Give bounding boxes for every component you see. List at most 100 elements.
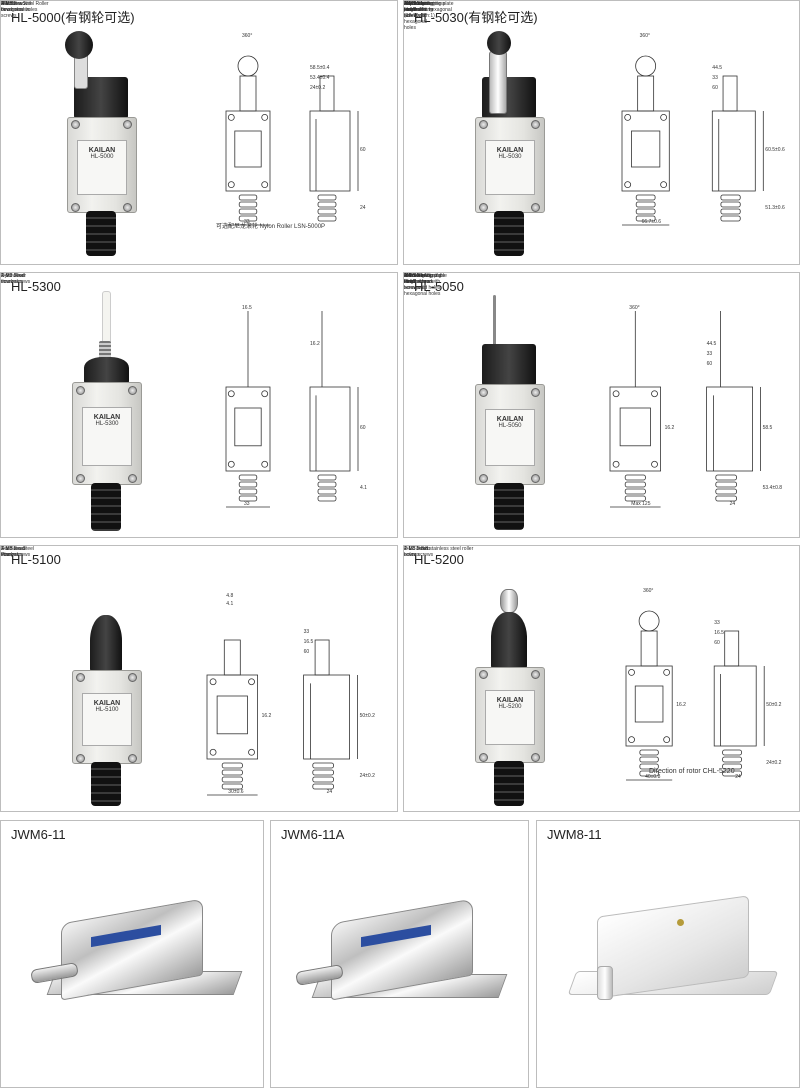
screw-icon xyxy=(76,753,86,763)
rubber-boot xyxy=(90,762,122,806)
model-text: HL-5300 xyxy=(95,421,119,428)
boot-rib xyxy=(317,474,337,481)
callout-label: Adjustable length of arm (30-70pitch:1) xyxy=(404,1,435,19)
product-photo xyxy=(30,891,243,1041)
callout-label: 4-M3 head cover screws xyxy=(404,546,434,558)
model-text: HL-5100 xyxy=(95,706,119,713)
dimension-label: 40±0.8 xyxy=(645,774,660,780)
brand-text: KAILAN xyxy=(88,147,116,155)
callout-label: Stainless Steel Plunger xyxy=(1,546,35,558)
boot-rib xyxy=(635,215,656,222)
boot-rib xyxy=(317,215,337,222)
dimension-label: 50±0.2 xyxy=(766,702,781,708)
boot-rib xyxy=(317,488,337,495)
rubber-boot xyxy=(493,211,525,256)
boot-rib xyxy=(312,762,334,769)
brand-text: KAILAN xyxy=(93,414,121,422)
boot-rib xyxy=(221,769,243,776)
dimension-label: 53.4±0.4 xyxy=(310,75,330,81)
boot-rib xyxy=(720,194,741,201)
screw-hole xyxy=(261,460,269,468)
product-title: HL-5200 xyxy=(414,552,464,567)
boot-rib xyxy=(238,194,258,201)
actuator xyxy=(640,630,658,667)
plunger-head xyxy=(491,611,527,669)
callout-label: Mounting metal xyxy=(404,1,425,13)
boot-rib xyxy=(238,474,258,481)
product-photo xyxy=(567,891,779,1041)
dimension-label: 24 xyxy=(730,501,736,507)
boot-rib xyxy=(312,769,334,776)
roller-wheel xyxy=(486,31,511,55)
side-view-body xyxy=(706,386,754,472)
screw-icon xyxy=(479,120,489,130)
plunger xyxy=(597,966,613,1000)
callout-label: Nylon Rod xyxy=(1,273,25,279)
boot-rib xyxy=(624,488,646,495)
callout-label: 2-∅5.2 thru holes xyxy=(404,546,430,558)
callout-label: 2-M3cover screws xyxy=(404,1,428,13)
product-title: HL-5300 xyxy=(11,279,61,294)
screw-icon xyxy=(127,473,137,483)
roller-outline xyxy=(635,55,657,77)
screw-hole xyxy=(209,678,217,686)
callout-label: 2-∅5.2 thru holes xyxy=(1,273,23,285)
front-view-body xyxy=(206,674,258,760)
callout-label: M4 rod fastening plate screw with hexago… xyxy=(404,1,454,19)
dimension-label: 24±0.2 xyxy=(310,85,325,91)
front-view-window xyxy=(234,407,262,447)
dimension-label: 16.5 xyxy=(714,630,724,636)
boot-rib xyxy=(639,770,659,777)
screw-icon xyxy=(127,753,137,763)
screw-hole xyxy=(651,460,658,468)
screw-hole xyxy=(209,748,217,756)
dimension-label: 60 xyxy=(707,361,713,367)
screw-hole xyxy=(612,390,620,398)
boot-rib xyxy=(715,488,737,495)
dimension-label: 24 xyxy=(360,205,366,211)
model-text: HL-5000 xyxy=(90,154,114,161)
callout-label: 2-∅5.2 thru holes xyxy=(404,273,426,285)
actuator xyxy=(319,75,335,112)
boot-rib xyxy=(720,215,741,222)
boot-rib xyxy=(720,208,741,215)
screw-icon xyxy=(677,919,684,926)
dimension-label: 30±0.6 xyxy=(228,789,243,795)
boot-rib xyxy=(238,495,258,502)
dimension-label: 360° xyxy=(629,305,639,311)
callout-label: 2-M3 cover screws xyxy=(1,546,27,558)
callout-label: 2-∅5.2 thru holes xyxy=(1,546,23,558)
actuator xyxy=(223,639,241,676)
boot-rib xyxy=(639,749,659,756)
boot-rib xyxy=(317,481,337,488)
plunger-head xyxy=(89,614,123,672)
screw-icon xyxy=(530,120,540,130)
callout-label: Stainless steel xyxy=(404,273,425,285)
side-view-body xyxy=(309,386,351,472)
screw-hole xyxy=(248,678,255,686)
boot-rib xyxy=(624,481,646,488)
screw-icon xyxy=(530,474,540,484)
dimension-label: 60 xyxy=(360,425,366,431)
actuator-head xyxy=(83,357,129,385)
dimension-label: 33 xyxy=(244,219,250,225)
screw-hole xyxy=(248,748,255,756)
dimension-label: 4.1 xyxy=(226,601,233,607)
screw-hole xyxy=(663,736,671,744)
dimension-label: 60 xyxy=(360,147,366,153)
brand-text: KAILAN xyxy=(496,415,524,423)
callout-label: 4-M3 head cover screws xyxy=(1,546,31,558)
model-text: HL-5200 xyxy=(498,704,522,711)
callout-label: 2-∅5.2 thru holes xyxy=(404,1,426,13)
screw-icon xyxy=(71,202,81,212)
screw-icon xyxy=(76,386,86,396)
dimension-label: 360° xyxy=(242,33,252,39)
product-title: HL-5000(有钢轮可选) xyxy=(11,10,135,25)
